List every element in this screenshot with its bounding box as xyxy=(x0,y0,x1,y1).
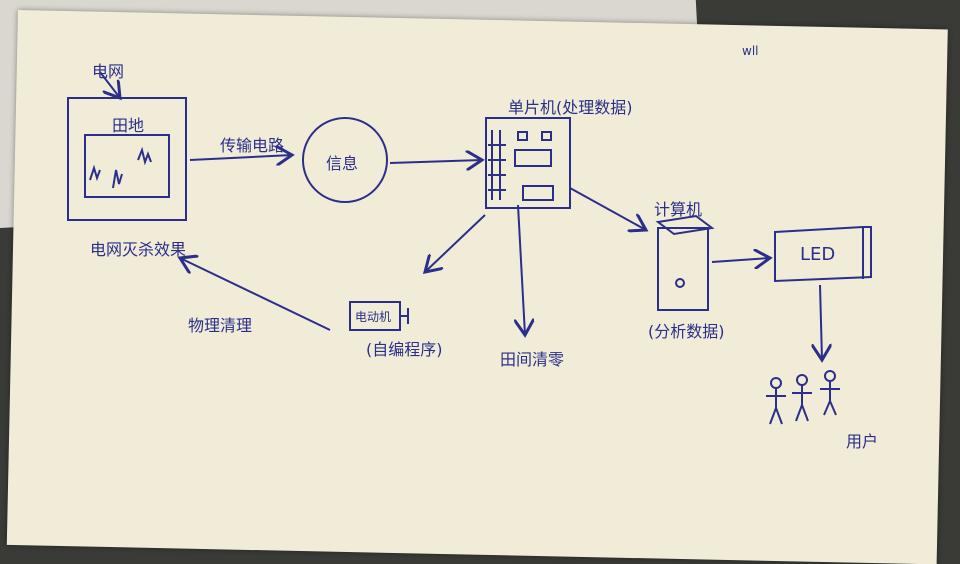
mcu-to-computer-arrow xyxy=(569,187,646,230)
motor-shaft xyxy=(400,308,409,324)
info-circle xyxy=(302,117,388,203)
mcu-port xyxy=(522,185,554,201)
grid-box xyxy=(67,97,187,221)
field-box xyxy=(84,134,170,198)
user-figures xyxy=(766,370,840,425)
info-label: 信息 xyxy=(326,154,359,173)
computer-box xyxy=(657,227,709,311)
mcu-led-2 xyxy=(541,131,552,141)
motor-to-grid-arrow xyxy=(180,258,331,331)
crop-marks xyxy=(89,146,152,189)
self-program-label: (自编程序) xyxy=(366,340,443,359)
initials-label: wll xyxy=(742,44,759,58)
motor-label: 电动机 xyxy=(355,310,392,324)
field-clear-label: 田间清零 xyxy=(500,350,565,369)
led-label: LED xyxy=(800,244,836,265)
grid-label: 电网 xyxy=(92,62,125,81)
diagram-drawing xyxy=(67,71,872,425)
info-to-mcu-arrow xyxy=(389,160,482,163)
grid-label-arrow xyxy=(99,71,120,98)
users-label: 用户 xyxy=(846,432,879,451)
computer-top xyxy=(655,214,715,236)
computer-label: 计算机 xyxy=(654,200,703,219)
mcu-led-1 xyxy=(517,131,528,141)
mcu-to-motor-arrow xyxy=(425,214,486,272)
mcu-pins xyxy=(488,130,506,200)
led-to-users-arrow xyxy=(820,284,822,360)
computer-button xyxy=(675,278,685,288)
mcu-box xyxy=(485,117,571,209)
computer-to-led-arrow xyxy=(711,258,770,262)
led-box xyxy=(774,226,872,283)
transmission-arrow xyxy=(189,155,292,160)
field-label: 田地 xyxy=(112,116,145,135)
analyze-label: (分析数据) xyxy=(648,322,725,341)
mcu-label: 单片机(处理数据) xyxy=(508,98,633,117)
grid-kill-label: 电网灭杀效果 xyxy=(90,240,187,259)
transmission-label: 传输电路 xyxy=(220,136,285,155)
mcu-display xyxy=(514,149,552,167)
mcu-to-field-clear-arrow xyxy=(518,204,525,335)
physical-clean-label: 物理清理 xyxy=(188,316,253,335)
